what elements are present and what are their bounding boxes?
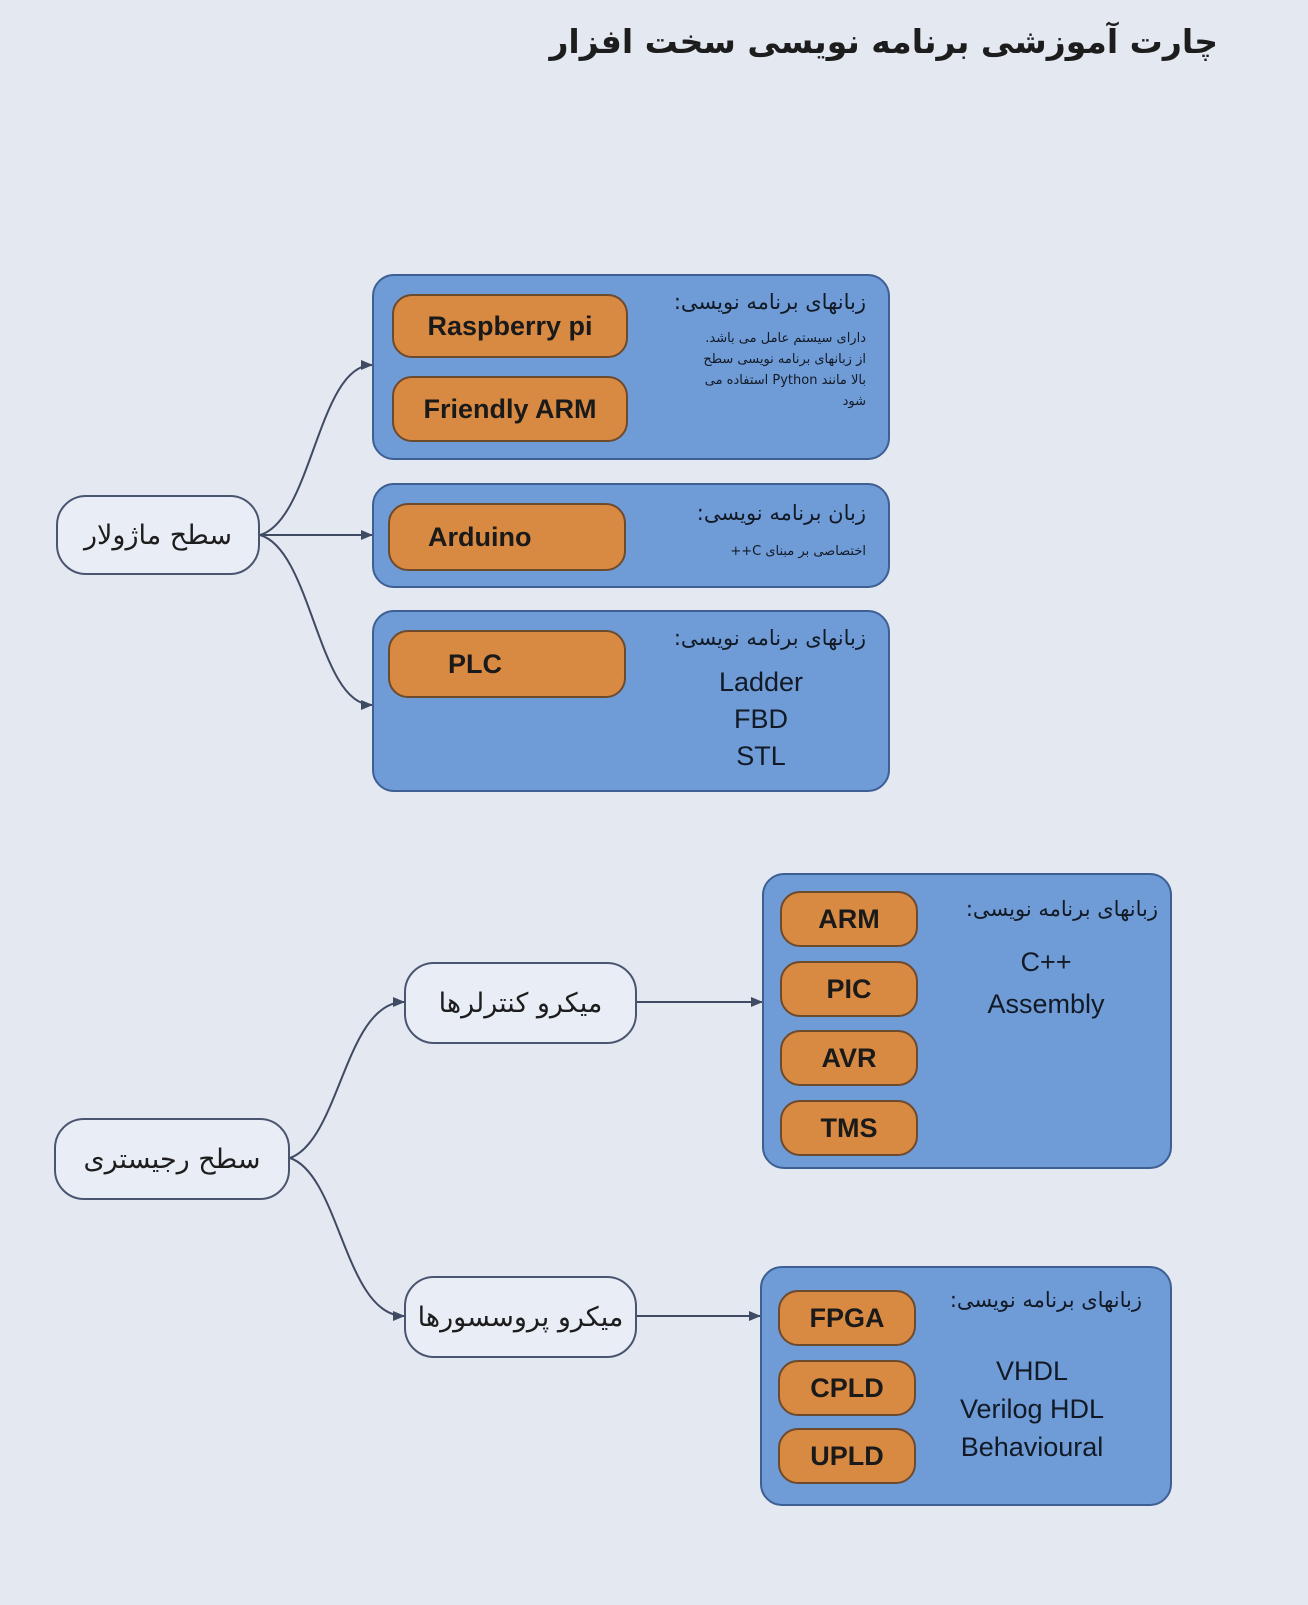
connector-modular-to-group3: [259, 534, 373, 710]
modular-group1-panel: Raspberry pi Friendly ARM زبانهای برنامه…: [372, 274, 890, 460]
page-title: چارت آموزشی برنامه نویسی سخت افزار: [549, 22, 1218, 61]
processors-heading: زبانهای برنامه نویسی:: [949, 1288, 1142, 1312]
connector-register-to-processors: [289, 1157, 405, 1321]
chip-upld: UPLD: [778, 1428, 916, 1484]
group3-languages: Ladder FBD STL: [718, 667, 804, 771]
group1-note: دارای سیستم عامل می باشد. از زبانهای برن…: [703, 331, 866, 409]
chip-cpld: CPLD: [778, 1360, 916, 1416]
chip-arduino: Arduino: [388, 503, 626, 571]
chip-arm: ARM: [780, 891, 918, 947]
modular-group3-panel: PLC زبانهای برنامه نویسی: Ladder FBD STL: [372, 610, 890, 792]
chip-avr: AVR: [780, 1030, 918, 1086]
chip-plc: PLC: [388, 630, 626, 698]
group2-note: اختصاصی بر مبنای C++: [730, 544, 866, 559]
chip-pic: PIC: [780, 961, 918, 1017]
group3-heading: زبانهای برنامه نویسی:: [673, 626, 866, 650]
micro-processors-node: میکرو پروسسورها: [404, 1276, 637, 1358]
controllers-heading: زبانهای برنامه نویسی:: [965, 897, 1158, 921]
micro-controllers-node: میکرو کنترلرها: [404, 962, 637, 1044]
chip-fpga: FPGA: [778, 1290, 916, 1346]
modular-group2-panel: Arduino زبان برنامه نویسی: اختصاصی بر مب…: [372, 483, 890, 588]
group1-heading: زبانهای برنامه نویسی:: [673, 290, 866, 314]
chip-friendly-arm: Friendly ARM: [392, 376, 628, 442]
chip-tms: TMS: [780, 1100, 918, 1156]
modular-level-node: سطح ماژولار: [56, 495, 260, 575]
micro-controllers-panel: ARM PIC AVR TMS زبانهای برنامه نویسی: C+…: [762, 873, 1172, 1169]
controllers-languages: C++ Assembly: [987, 947, 1105, 1019]
micro-processors-panel: FPGA CPLD UPLD زبانهای برنامه نویسی: VHD…: [760, 1266, 1172, 1506]
processors-languages: VHDL Verilog HDL Behavioural: [959, 1356, 1105, 1462]
group2-heading: زبان برنامه نویسی:: [696, 501, 866, 525]
connector-register-to-controllers: [289, 997, 405, 1159]
chip-raspberry-pi: Raspberry pi: [392, 294, 628, 358]
connector-modular-to-group1: [259, 360, 373, 536]
register-level-node: سطح رجیستری: [54, 1118, 290, 1200]
